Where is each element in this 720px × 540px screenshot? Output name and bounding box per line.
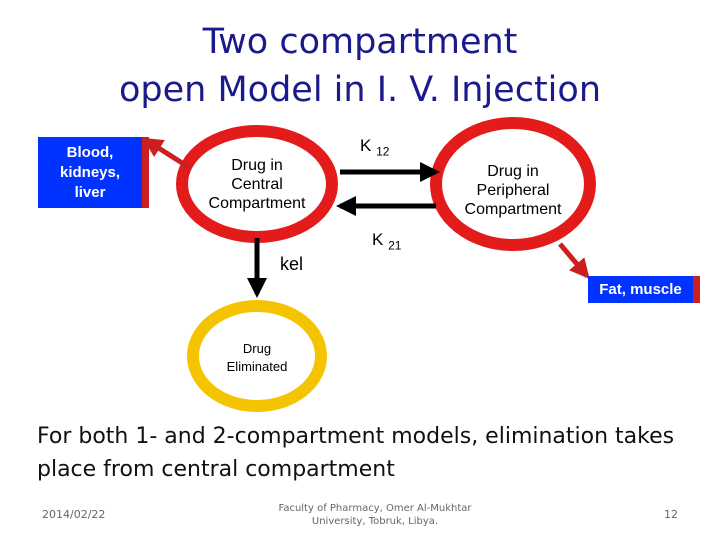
page-number: 12: [664, 508, 678, 521]
k12-label: K 12: [360, 136, 420, 158]
body-text: For both 1- and 2-compartment models, el…: [37, 424, 675, 482]
slide-title: Two compartment open Model in I. V. Inje…: [0, 18, 720, 114]
central-line-3: Compartment: [208, 195, 306, 212]
k12-main: K: [360, 136, 372, 155]
title-line-2: open Model in I. V. Injection: [118, 70, 602, 110]
k12-sub: 12: [376, 144, 390, 159]
footer-institution-line-1: Faculty of Pharmacy, Omer Al-Mukhtar: [278, 503, 472, 514]
k21-sub: 21: [388, 238, 402, 253]
k21-label: K 21: [372, 230, 432, 252]
central-compartment-ring: [176, 125, 338, 243]
central-line-2: Central: [231, 176, 283, 193]
footer-institution: Faculty of Pharmacy, Omer Al-Mukhtar Uni…: [260, 502, 490, 528]
fat-box-text: Fat, muscle: [599, 281, 682, 298]
central-compartment-label: Drug in Central Compartment: [192, 156, 322, 213]
blood-box-line-2: kidneys,: [59, 164, 121, 181]
kel-label: kel: [280, 254, 304, 274]
blood-box-line-1: Blood,: [66, 144, 114, 161]
fat-box-arrow: [558, 242, 590, 280]
footer-institution-line-2: University, Tobruk, Libya.: [311, 516, 439, 527]
blood-box-line-3: liver: [74, 184, 106, 201]
eliminated-ring: [187, 300, 327, 412]
peripheral-compartment-label: Drug in Peripheral Compartment: [448, 162, 578, 219]
blood-kidneys-liver-box: Blood, kidneys, liver: [38, 137, 149, 208]
eliminated-line-2: Eliminated: [226, 359, 288, 374]
fat-muscle-box: Fat, muscle: [588, 276, 700, 303]
eliminated-line-1: Drug: [242, 341, 272, 356]
peripheral-compartment-ring: [430, 117, 596, 251]
peripheral-line-2: Peripheral: [476, 182, 550, 199]
central-line-1: Drug in: [231, 157, 283, 174]
footer-date: 2014/02/22: [42, 508, 106, 521]
peripheral-line-1: Drug in: [487, 163, 539, 180]
title-line-1: Two compartment: [202, 22, 518, 62]
blood-box-arrow: [142, 137, 192, 171]
eliminated-label: Drug Eliminated: [207, 340, 307, 376]
peripheral-line-3: Compartment: [464, 201, 562, 218]
k21-main: K: [372, 230, 384, 249]
